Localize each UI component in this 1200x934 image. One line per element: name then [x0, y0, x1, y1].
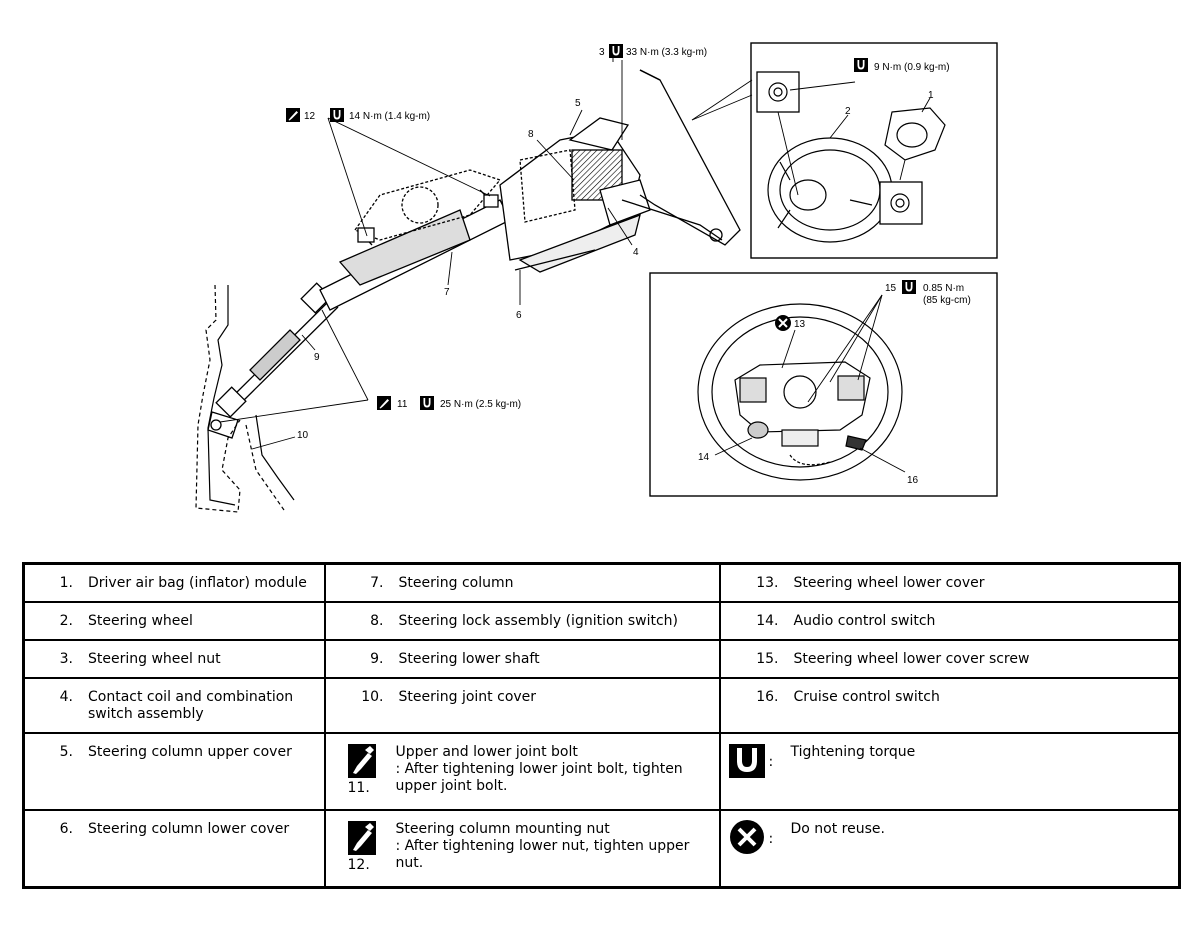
do-not-reuse-icon: [775, 315, 791, 331]
torque-3-label: 33 N·m (3.3 kg-m): [626, 47, 707, 58]
table-row: 5.Steering column upper cover 11. Upper …: [22, 732, 1181, 811]
legend-num: 12.: [347, 857, 370, 873]
inset-steering-wheel-rear: [649, 272, 998, 497]
legend-cell: 11. Upper and lower joint bolt: After ti…: [323, 732, 721, 811]
callout-8: 8: [528, 129, 534, 140]
parts-legend-table: 1.Driver air bag (inflator) module 7.Ste…: [22, 562, 1181, 889]
callout-16: 16: [907, 475, 919, 486]
inset-steering-wheel: [750, 42, 998, 259]
table-row: 1.Driver air bag (inflator) module 7.Ste…: [22, 562, 1181, 603]
legend-cell: 4.Contact coil and combination switch as…: [22, 677, 326, 734]
table-row: 2.Steering wheel 8.Steering lock assembl…: [22, 601, 1181, 641]
legend-cell: : Tightening torque: [718, 732, 1181, 811]
torque-15-label-b: (85 kg-cm): [923, 295, 971, 306]
legend-cell: 7.Steering column: [323, 562, 721, 603]
legend-cell: 3.Steering wheel nut: [22, 639, 326, 679]
legend-cell: 6.Steering column lower cover: [22, 809, 326, 889]
legend-cell: 16.Cruise control switch: [718, 677, 1181, 734]
do-not-reuse-icon: [729, 820, 764, 854]
callout-2: 2: [845, 106, 851, 117]
legend-cell: 13.Steering wheel lower cover: [718, 562, 1181, 603]
callout-6: 6: [516, 310, 522, 321]
callout-15: 15: [885, 283, 897, 294]
callout-11: 11: [397, 399, 408, 410]
callout-14: 14: [698, 452, 710, 463]
steering-column-diagram: 3 33 N·m (3.3 kg-m) 12 14 N·m (1.4 kg-m)…: [195, 42, 998, 513]
grease-icon: [347, 821, 376, 855]
callout-13: 13: [794, 319, 806, 330]
table-row: 3.Steering wheel nut 9.Steering lower sh…: [22, 639, 1181, 679]
callout-10: 10: [297, 430, 309, 441]
legend-num: 11.: [347, 780, 370, 796]
legend-cell: : Do not reuse.: [718, 809, 1181, 889]
column-bracket: [621, 69, 741, 246]
torque-2-label: 9 N·m (0.9 kg-m): [874, 62, 950, 73]
legend-cell: 12. Steering column mounting nut: After …: [323, 809, 721, 889]
table-row: 6.Steering column lower cover 12. Steeri…: [22, 809, 1181, 889]
torque-12-label: 14 N·m (1.4 kg-m): [349, 111, 430, 122]
legend-cell: 2.Steering wheel: [22, 601, 326, 641]
callout-1: 1: [928, 90, 934, 101]
grease-icon: [347, 744, 376, 778]
callout-12: 12: [304, 111, 316, 122]
vehicle-floor-outline: [195, 284, 295, 513]
steering-column-covers: [499, 117, 651, 273]
callout-4: 4: [633, 247, 639, 258]
table-row: 4.Contact coil and combination switch as…: [22, 677, 1181, 734]
legend-cell: 15.Steering wheel lower cover screw: [718, 639, 1181, 679]
legend-cell: 10.Steering joint cover: [323, 677, 721, 734]
callout-5: 5: [575, 98, 581, 109]
torque-11-label: 25 N·m (2.5 kg-m): [440, 399, 521, 410]
legend-cell: 5.Steering column upper cover: [22, 732, 326, 811]
wrench-icon: [728, 744, 765, 778]
callout-7: 7: [444, 287, 450, 298]
callout-3: 3: [599, 47, 605, 58]
torque-15-label-a: 0.85 N·m: [923, 283, 964, 294]
steering-column-body: [319, 169, 511, 311]
leader-lines: [219, 58, 753, 450]
legend-cell: 1.Driver air bag (inflator) module: [22, 562, 326, 603]
callout-labels: 3 33 N·m (3.3 kg-m) 12 14 N·m (1.4 kg-m)…: [286, 44, 971, 486]
legend-cell: 9.Steering lower shaft: [323, 639, 721, 679]
legend-cell: 14.Audio control switch: [718, 601, 1181, 641]
callout-9: 9: [314, 352, 320, 363]
legend-cell: 8.Steering lock assembly (ignition switc…: [323, 601, 721, 641]
